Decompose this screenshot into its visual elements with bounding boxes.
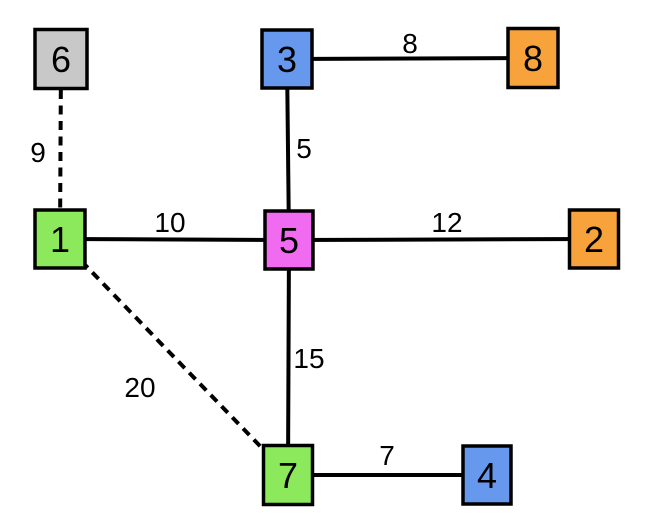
- node-label-5: 5: [279, 220, 299, 261]
- edge-5-7: [286, 239, 291, 476]
- node-box-7: [261, 443, 315, 507]
- edge-weight-label-3-5: 5: [296, 133, 312, 164]
- edge-weight-label-3-8: 8: [402, 28, 418, 59]
- node-label-8: 8: [523, 38, 543, 79]
- node-label-2: 2: [584, 219, 604, 260]
- edge-1-7: [58, 237, 290, 477]
- edge-weight-label-5-7: 15: [293, 343, 324, 374]
- node-box-5: [263, 209, 315, 271]
- edge-weight-label-6-1: 9: [30, 137, 46, 168]
- node-label-4: 4: [477, 455, 497, 496]
- edge-weight-label-5-2: 12: [431, 207, 462, 238]
- edge-5-2: [288, 237, 595, 242]
- edge-weight-label-1-5: 10: [154, 207, 185, 238]
- edge-weight-label-7-4: 7: [379, 440, 395, 471]
- node-label-6: 6: [51, 39, 71, 80]
- node-label-1: 1: [50, 219, 70, 260]
- node-label-7: 7: [278, 455, 298, 496]
- node-box-2: [567, 208, 621, 270]
- edge-1-5: [59, 237, 290, 242]
- edge-3-8: [286, 56, 534, 61]
- node-box-8: [506, 26, 560, 90]
- node-box-4: [461, 444, 513, 506]
- node-box-6: [33, 27, 89, 91]
- node-box-1: [33, 208, 87, 270]
- node-box-3: [260, 28, 314, 90]
- node-label-3: 3: [277, 39, 297, 80]
- edge-weight-label-1-7: 20: [124, 372, 155, 403]
